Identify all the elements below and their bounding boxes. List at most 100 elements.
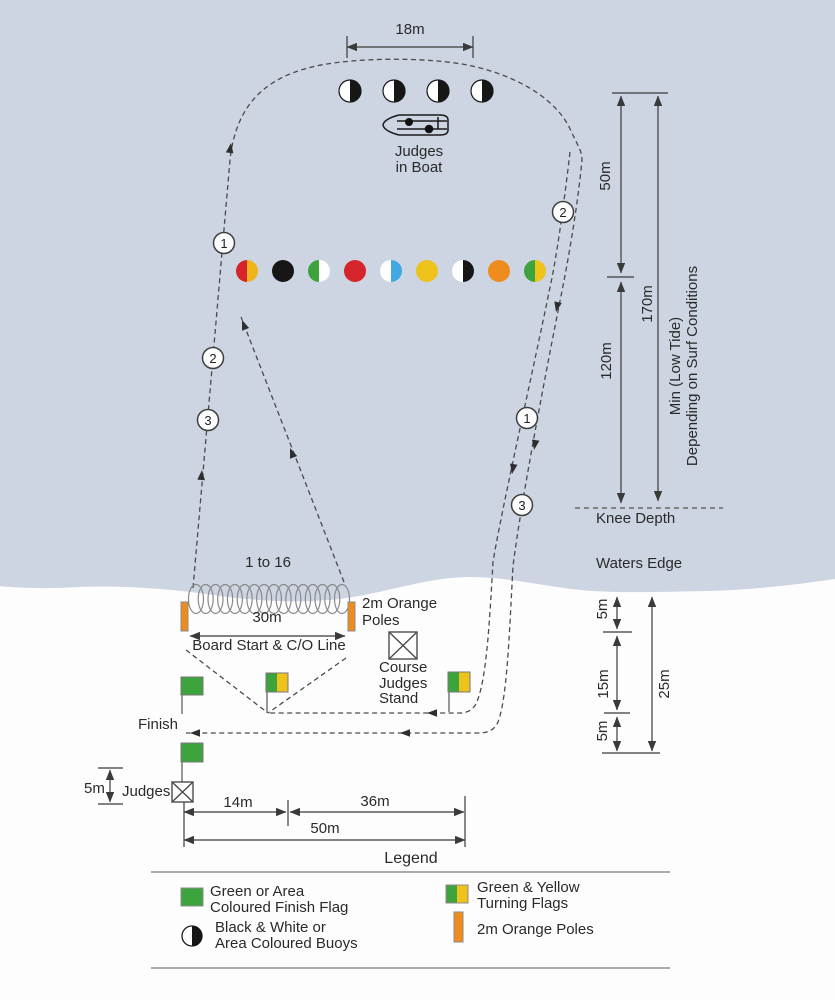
judges-label: Judges [122, 783, 171, 800]
course-buoy-left-half [380, 260, 391, 282]
start-lane-oval [285, 583, 302, 615]
start-lane-oval [197, 583, 214, 615]
course-buoy-row [236, 260, 546, 282]
legend-finish-flag-line1: Green or Area [210, 883, 305, 900]
top-buoy-outline [470, 79, 494, 103]
top-turning-buoys [338, 79, 494, 103]
course-main-loop [186, 58, 583, 734]
judges-in-boat-label: Judges in Boat [395, 144, 443, 176]
top-buoy-right-half [350, 80, 361, 102]
legend-turning-flags-line1: Green & Yellow [477, 879, 580, 896]
finish-label: Finish [138, 716, 179, 733]
course-buoy-right-half [427, 260, 438, 282]
course-buoy-right-half [355, 260, 366, 282]
course-buoy-left-half [308, 260, 319, 282]
legend-title: Legend [384, 850, 438, 867]
course-buoy-left-half [452, 260, 463, 282]
legend-orange-pole-icon [453, 911, 464, 943]
course-buoy-right-half [247, 260, 258, 282]
course-path [185, 58, 583, 734]
dim-5m-right-top-label: 5m [594, 598, 611, 620]
course-buoy-right-half [319, 260, 330, 282]
course-judges-line3: Stand [379, 690, 419, 707]
lap-marker-left-3: 3 [196, 408, 220, 432]
top-buoy-right-half [438, 80, 449, 102]
start-lane-oval [246, 583, 263, 615]
top-buoy-outline [338, 79, 362, 103]
start-lane-oval [256, 583, 273, 615]
judges-in-boat-line1: Judges [394, 143, 444, 160]
turning-flag-right [447, 671, 471, 712]
start-lane-oval [217, 583, 234, 615]
course-buoy-right-half [463, 260, 474, 282]
course-buoy-left-half [524, 260, 535, 282]
orange-poles-label: 2m Orange Poles [362, 595, 437, 629]
lap-markers: 1 2 3 2 1 3 [196, 200, 575, 517]
lap-marker-right-2: 2 [551, 200, 575, 224]
dim-30m-label: 30m [252, 609, 282, 626]
start-lane-oval [333, 583, 351, 615]
start-lane-oval [207, 583, 224, 615]
dim-18m-label: 18m [395, 21, 425, 38]
judges-box-icon [171, 781, 194, 803]
legend-orange-poles-line1: 2m Orange Poles [477, 921, 594, 938]
finish-flag-top [180, 676, 204, 714]
min-low-tide-note: Min (Low Tide) Depending on Surf Conditi… [667, 266, 701, 466]
finish-flag-bottom [180, 742, 204, 783]
top-buoy-left-half [339, 80, 350, 102]
legend-turning-flags-line2: Turning Flags [477, 895, 569, 912]
start-lane-oval [314, 583, 331, 615]
lap-number: 3 [518, 498, 525, 513]
legend-bw-buoys-line2: Area Coloured Buoys [215, 935, 358, 952]
legend-item-bw-buoys: Black & White or Area Coloured Buoys [215, 920, 358, 952]
course-buoy-left-half [416, 260, 427, 282]
dim-170m-label: 170m [639, 285, 656, 323]
knee-depth-label: Knee Depth [596, 510, 676, 527]
legend-bw-buoy-icon [181, 925, 203, 947]
course-changeover-v [185, 649, 347, 714]
waters-edge-label: Waters Edge [596, 555, 683, 572]
lap-marker-right-3: 3 [510, 493, 534, 517]
lap-marker-left-2: 2 [201, 346, 225, 370]
lap-number: 2 [209, 351, 216, 366]
top-buoy-left-half [427, 80, 438, 102]
min-note-line2: Depending on Surf Conditions [684, 265, 701, 467]
legend-item-finish-flag: Green or Area Coloured Finish Flag [210, 884, 348, 916]
start-lane-oval [226, 583, 243, 615]
course-return-line [270, 151, 571, 714]
judges-boat-icon [382, 114, 449, 136]
top-buoy-left-half [383, 80, 394, 102]
legend-bw-buoys-line1: Black & White or [215, 919, 326, 936]
start-lane-oval [236, 583, 253, 615]
start-lane-oval [275, 583, 292, 615]
dim-25m-label: 25m [656, 669, 673, 699]
course-buoy-right-half [499, 260, 510, 282]
top-buoy-outline [382, 79, 406, 103]
start-lane-oval [304, 583, 321, 615]
lap-number: 2 [559, 205, 566, 220]
orange-pole-right [347, 601, 356, 632]
top-buoy-left-half [471, 80, 482, 102]
course-outbound-line [240, 316, 345, 583]
start-lane-oval [187, 583, 205, 615]
orange-poles-line2: Poles [362, 611, 400, 629]
course-judges-line1: Course [379, 659, 428, 676]
course-buoy-right-half [391, 260, 402, 282]
top-buoy-right-half [482, 80, 493, 102]
lap-number: 1 [523, 411, 530, 426]
lap-number: 3 [204, 413, 211, 428]
start-lane-oval [324, 583, 341, 615]
start-lane-oval [295, 583, 312, 615]
lap-number: 1 [220, 236, 227, 251]
course-judges-line2: Judges [379, 674, 428, 692]
course-buoy-right-half [535, 260, 546, 282]
top-buoy-right-half [394, 80, 405, 102]
course-judges-stand-label: Course Judges Stand [379, 660, 427, 707]
legend-item-orange-poles: 2m Orange Poles [477, 922, 594, 938]
legend-finish-flag-line2: Coloured Finish Flag [210, 899, 349, 916]
legend-graphics [151, 871, 670, 969]
course-buoy-left-half [344, 260, 355, 282]
top-buoy-outline [426, 79, 450, 103]
dim-50m-right-label: 50m [597, 161, 614, 191]
